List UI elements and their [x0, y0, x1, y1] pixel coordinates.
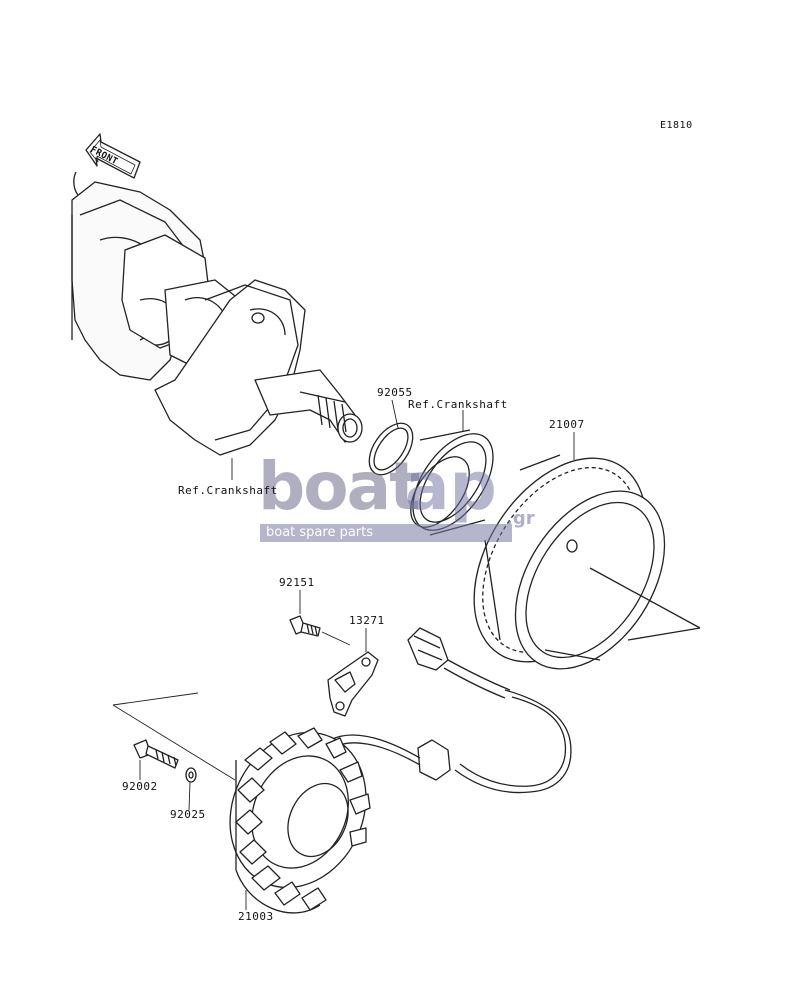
callout-part-92002: 92002 [122, 780, 158, 793]
plate-13271-illustration [327, 651, 379, 717]
callout-part-92151: 92151 [279, 576, 315, 589]
crankshaft-illustration [71, 171, 363, 456]
diagram-code: E1810 [660, 120, 693, 131]
washer-92025-illustration [185, 767, 197, 783]
watermark-logo-left: boat [258, 448, 421, 525]
callout-part-21007: 21007 [549, 418, 585, 431]
watermark-tagline: boat spare parts [260, 524, 512, 542]
reference-lines [112, 399, 575, 910]
callout-part-13271: 13271 [349, 614, 385, 627]
stator-connector-cable-illustration [329, 627, 572, 794]
o-ring-92055-illustration [368, 422, 414, 476]
stator-21003-illustration [229, 727, 371, 914]
bolt-92002-illustration [133, 739, 179, 769]
callout-part-92025: 92025 [170, 808, 206, 821]
callout-part-92055: 92055 [377, 386, 413, 399]
watermark-logo-suffix: .gr [506, 508, 535, 529]
callout-part-21003: 21003 [238, 910, 274, 923]
watermark-logo-right: ap [405, 448, 497, 525]
front-arrow-icon [85, 133, 141, 179]
callout-ref-crankshaft-right: Ref.Crankshaft [408, 398, 508, 411]
flywheel-rotor-21007-illustration [473, 454, 701, 670]
callout-ref-crankshaft-left: Ref.Crankshaft [178, 484, 278, 497]
bolt-92151-illustration [289, 615, 351, 646]
